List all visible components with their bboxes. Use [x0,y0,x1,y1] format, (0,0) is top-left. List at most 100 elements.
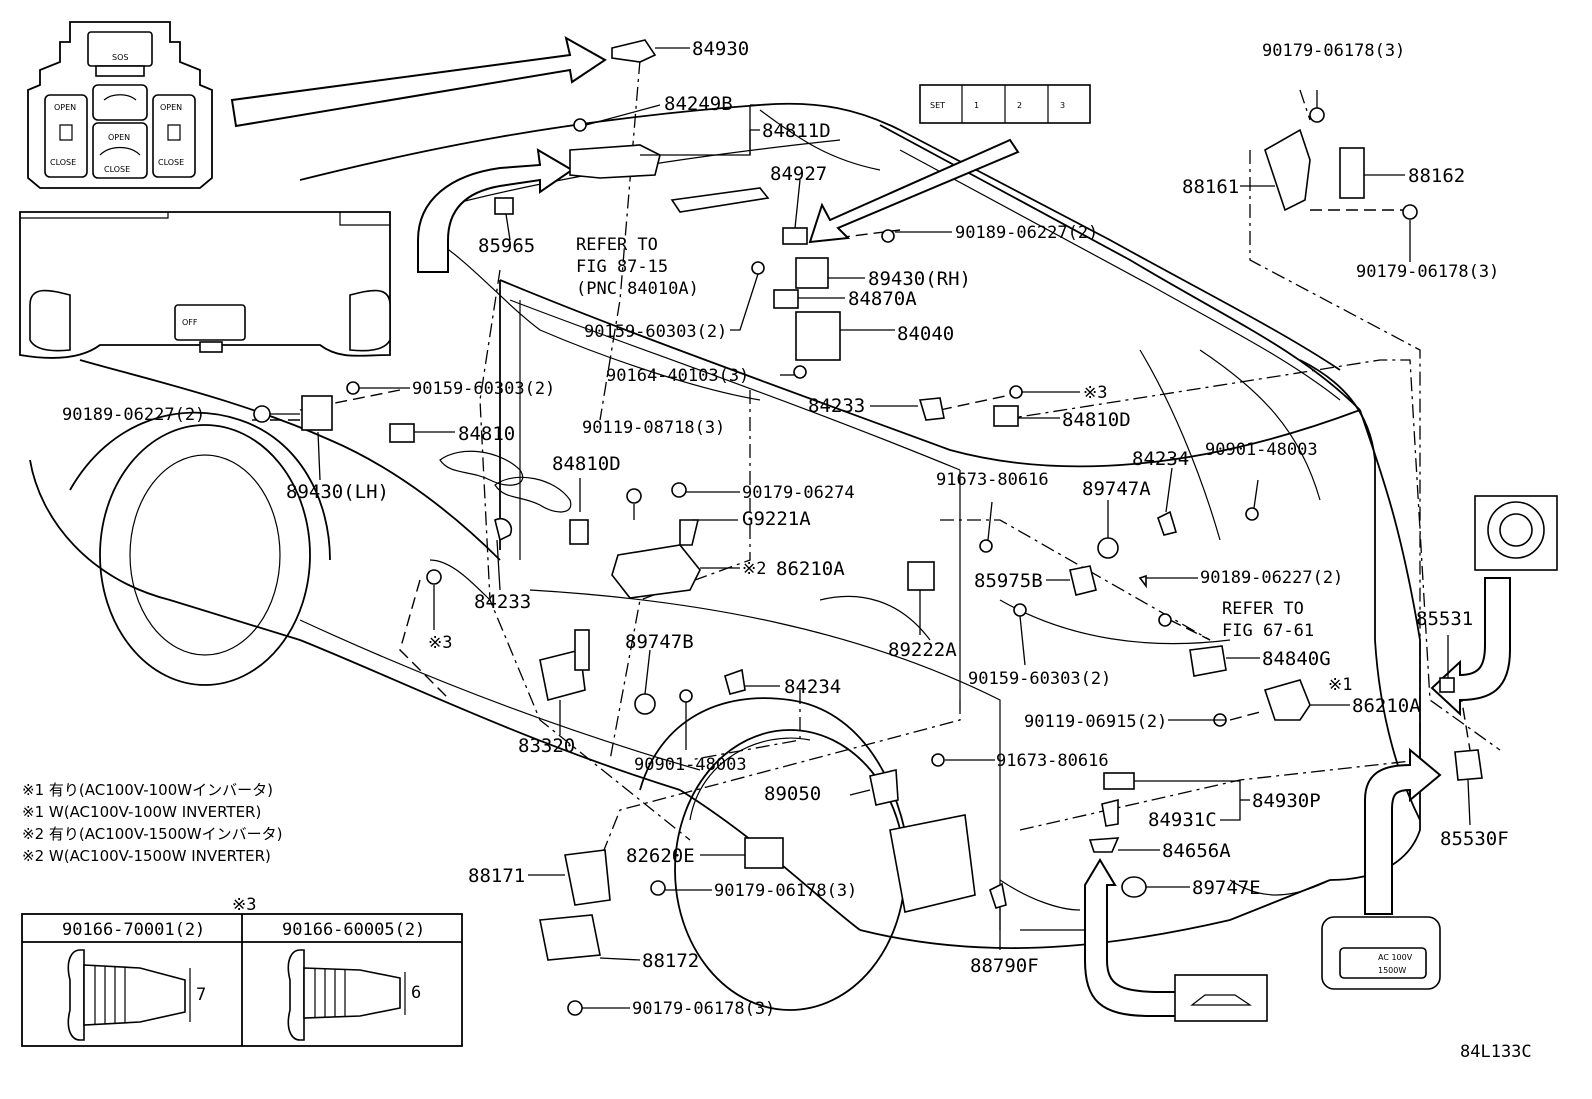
svg-text:1500W: 1500W [1378,966,1406,975]
label-89222A: 89222A [888,639,957,661]
refer-a-line2: FIG 87-15 [576,257,668,277]
diagram-code: 84L133C [1460,1042,1532,1062]
label-90189-a: 90189-06227(2) [955,223,1098,243]
label-90119-a: 90119-08718(3) [582,418,725,438]
part-88162 [1339,147,1365,199]
screw-col2: 90166-60005(2) [282,920,425,940]
svg-text:OPEN: OPEN [160,103,182,112]
label-89430LH: 89430(LH) [286,481,389,503]
screw-dim1: 7 [196,985,206,1005]
label-90901-a: 90901-48003 [634,755,747,775]
label-88161: 88161 [1182,176,1239,198]
part-82620E [744,837,784,869]
svg-text:OPEN: OPEN [54,103,76,112]
svg-text:AC 100V: AC 100V [1378,953,1413,962]
note-4: ※2 W(AC100V-1500W INVERTER) [22,847,271,865]
label-mark3-b: ※3 [428,633,452,653]
label-88171: 88171 [468,865,525,887]
label-90159-b: 90159-60303(2) [412,379,555,399]
label-82620E: 82620E [626,845,695,867]
svg-text:SET: SET [930,101,945,110]
refer-a-line3: (PNC 84010A) [576,279,699,299]
label-90179-e: 90179-06178(3) [1262,41,1405,61]
notes: ※1 有り(AC100V-100Wインバータ) ※1 W(AC100V-100W… [22,781,283,865]
label-86210A-b: 86210A [1352,695,1421,717]
label-85530F: 85530F [1440,828,1509,850]
tailgate-switch-box [1174,974,1268,1022]
label-90179-f: 90179-06178(3) [1356,262,1499,282]
label-86210A-a: 86210A [776,558,845,580]
svg-text:2: 2 [1017,101,1022,110]
outlet-detail-box [1474,495,1558,571]
label-84870A: 84870A [848,288,917,310]
label-84234-a: 84234 [784,676,841,698]
part-84927 [782,227,808,245]
screw-table-mark: ※3 [232,895,256,915]
svg-text:1: 1 [974,101,979,110]
label-84249B: 84249B [664,93,733,115]
component-parts [253,39,1483,1016]
part-labels: 84930 84249B 84811D 84927 85965 REFER TO… [62,38,1509,1019]
vehicle-body-outline [29,102,1421,1011]
label-90119-b: 90119-06915(2) [1024,712,1167,732]
refer-b-line1: REFER TO [1222,599,1304,619]
memory-seat-panel: SET 1 2 3 [919,84,1091,124]
label-84840G: 84840G [1262,648,1331,670]
callout-arrows [230,36,1511,1017]
inverter-outlet-panel: AC 100V 1500W [1321,916,1441,990]
label-90901-b: 90901-48003 [1205,440,1318,460]
label-85531: 85531 [1416,608,1473,630]
sos-label: SOS [112,53,128,62]
part-84811D [569,144,661,179]
tailgate-switch [92,122,148,179]
label-mark3-a: ※3 [1083,383,1107,403]
label-89747A: 89747A [1082,478,1151,500]
label-90179-c: 90179-06178(3) [714,881,857,901]
label-85965: 85965 [478,235,535,257]
part-84930 [611,39,657,63]
screw-table: ※3 90166-70001(2) 90166-60005(2) 7 6 [21,895,463,1047]
label-84930: 84930 [692,38,749,60]
label-89050: 89050 [764,783,821,805]
note-1: ※1 有り(AC100V-100Wインバータ) [22,781,273,799]
left-door-switch [44,94,88,178]
label-88790F: 88790F [970,955,1039,977]
label-90189-c: 90189-06227(2) [1200,568,1343,588]
part-83320 [539,649,586,701]
note-3: ※2 有り(AC100V-1500Wインバータ) [22,825,283,843]
part-84040 [795,311,841,361]
label-88162: 88162 [1408,165,1465,187]
svg-text:CLOSE: CLOSE [104,165,130,174]
part-high-stop-lamp [670,187,770,213]
part-89430LH [301,395,333,431]
part-84840G [1189,645,1227,677]
label-84810D-b: 84810D [552,453,621,475]
label-90159-a: 90159-60303(2) [584,322,727,342]
refer-a-line1: REFER TO [576,235,658,255]
label-84233-b: 84233 [474,591,531,613]
label-91673-b: 91673-80616 [996,751,1109,771]
svg-text:CLOSE: CLOSE [158,158,184,167]
label-90164: 90164-40103(3) [606,366,749,386]
label-90179-b: 90179-06274 [742,483,855,503]
label-84810D-a: 84810D [1062,409,1131,431]
console-panel: OFF [19,211,391,359]
label-90159-c: 90159-60303(2) [968,669,1111,689]
part-88172 [539,914,601,961]
note-2: ※1 W(AC100V-100W INVERTER) [22,803,261,821]
label-84233-a: 84233 [808,395,865,417]
screw-col1: 90166-70001(2) [62,920,205,940]
svg-text:CLOSE: CLOSE [50,158,76,167]
label-mark1: ※1 [1328,675,1352,695]
part-88161 [1264,128,1311,212]
part-86210A-inverter [1263,679,1311,721]
label-89430RH: 89430(RH) [868,268,971,290]
label-84931C: 84931C [1148,809,1217,831]
label-mark2: ※2 [742,559,766,579]
leader-lines [270,47,1471,1009]
label-90189-b: 90189-06227(2) [62,405,205,425]
label-89747B: 89747B [625,631,694,653]
label-89747E: 89747E [1192,877,1261,899]
label-83320: 83320 [518,735,575,757]
